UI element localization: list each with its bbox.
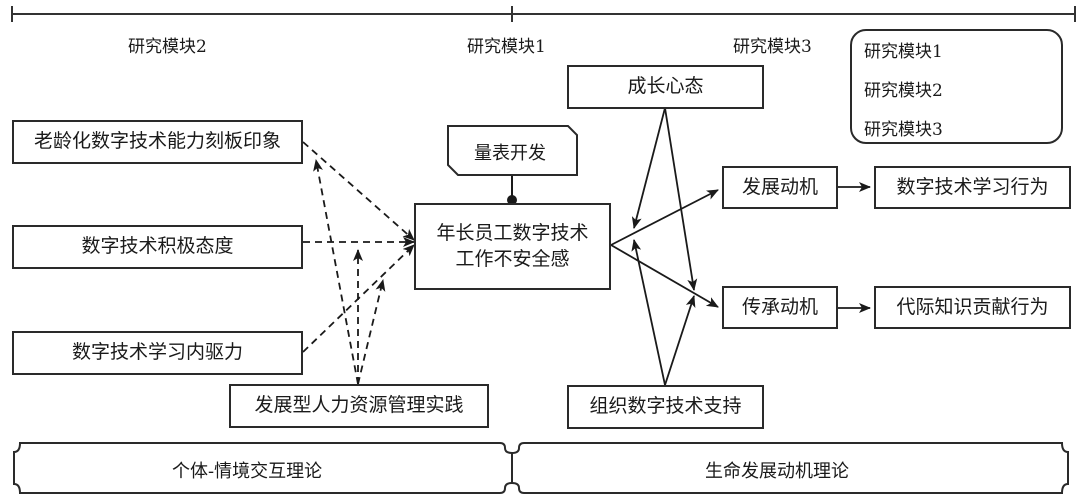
module3-arrows bbox=[610, 107, 871, 386]
node-growth-mindset: 成长心态 bbox=[567, 65, 764, 109]
node-scale-dev: 量表开发 bbox=[474, 143, 546, 164]
theory-left: 个体-情境交互理论 bbox=[172, 461, 323, 482]
legend-item-module1: 研究模块1 bbox=[864, 42, 943, 62]
node-learning-drive: 数字技术学习内驱力 bbox=[12, 331, 303, 375]
node-generativity-motive: 传承动机 bbox=[722, 286, 838, 329]
node-ageing-stereotype: 老龄化数字技术能力刻板印象 bbox=[12, 120, 303, 164]
node-learning-behavior: 数字技术学习行为 bbox=[874, 166, 1071, 209]
legend-item-module3: 研究模块3 bbox=[864, 120, 943, 140]
arrow-mindset-to-genlink bbox=[664, 107, 698, 291]
arrow-stereotype-to-insecurity bbox=[302, 141, 415, 241]
legend: 研究模块1 研究模块2 研究模块3 bbox=[850, 29, 1063, 144]
arrow-support-to-genlink bbox=[664, 295, 696, 386]
module2-arrows bbox=[302, 141, 415, 385]
node-insecurity-line2: 工作不安全感 bbox=[455, 247, 570, 270]
module1-connector bbox=[507, 175, 517, 205]
arrow-hr-to-drive-link bbox=[357, 279, 386, 385]
axis-label-module3: 研究模块3 bbox=[733, 37, 812, 57]
node-insecurity-line1: 年长员工数字技术 bbox=[436, 221, 589, 244]
node-insecurity: 年长员工数字技术 工作不安全感 bbox=[414, 203, 611, 290]
arrow-insecurity-to-devmotive bbox=[610, 189, 719, 246]
node-org-support: 组织数字技术支持 bbox=[567, 385, 764, 429]
theory-bands bbox=[13, 442, 1069, 494]
scale-dev-shape bbox=[447, 125, 578, 176]
arrow-hr-to-stereotype-link bbox=[313, 159, 359, 385]
arrow-mindset-to-devlink bbox=[631, 107, 666, 229]
top-axis bbox=[11, 6, 1076, 22]
theory-right: 生命发展动机理论 bbox=[705, 461, 849, 482]
node-knowledge-contribution: 代际知识贡献行为 bbox=[874, 286, 1071, 329]
arrow-support-to-devlink bbox=[631, 239, 666, 386]
node-hr-practice: 发展型人力资源管理实践 bbox=[229, 384, 489, 428]
axis-label-module2: 研究模块2 bbox=[128, 37, 207, 57]
arrow-insecurity-to-genmotive bbox=[610, 244, 719, 308]
node-dev-motive: 发展动机 bbox=[722, 166, 838, 209]
axis-label-module1: 研究模块1 bbox=[467, 37, 546, 57]
node-positive-attitude: 数字技术积极态度 bbox=[12, 225, 303, 269]
legend-item-module2: 研究模块2 bbox=[864, 81, 943, 101]
